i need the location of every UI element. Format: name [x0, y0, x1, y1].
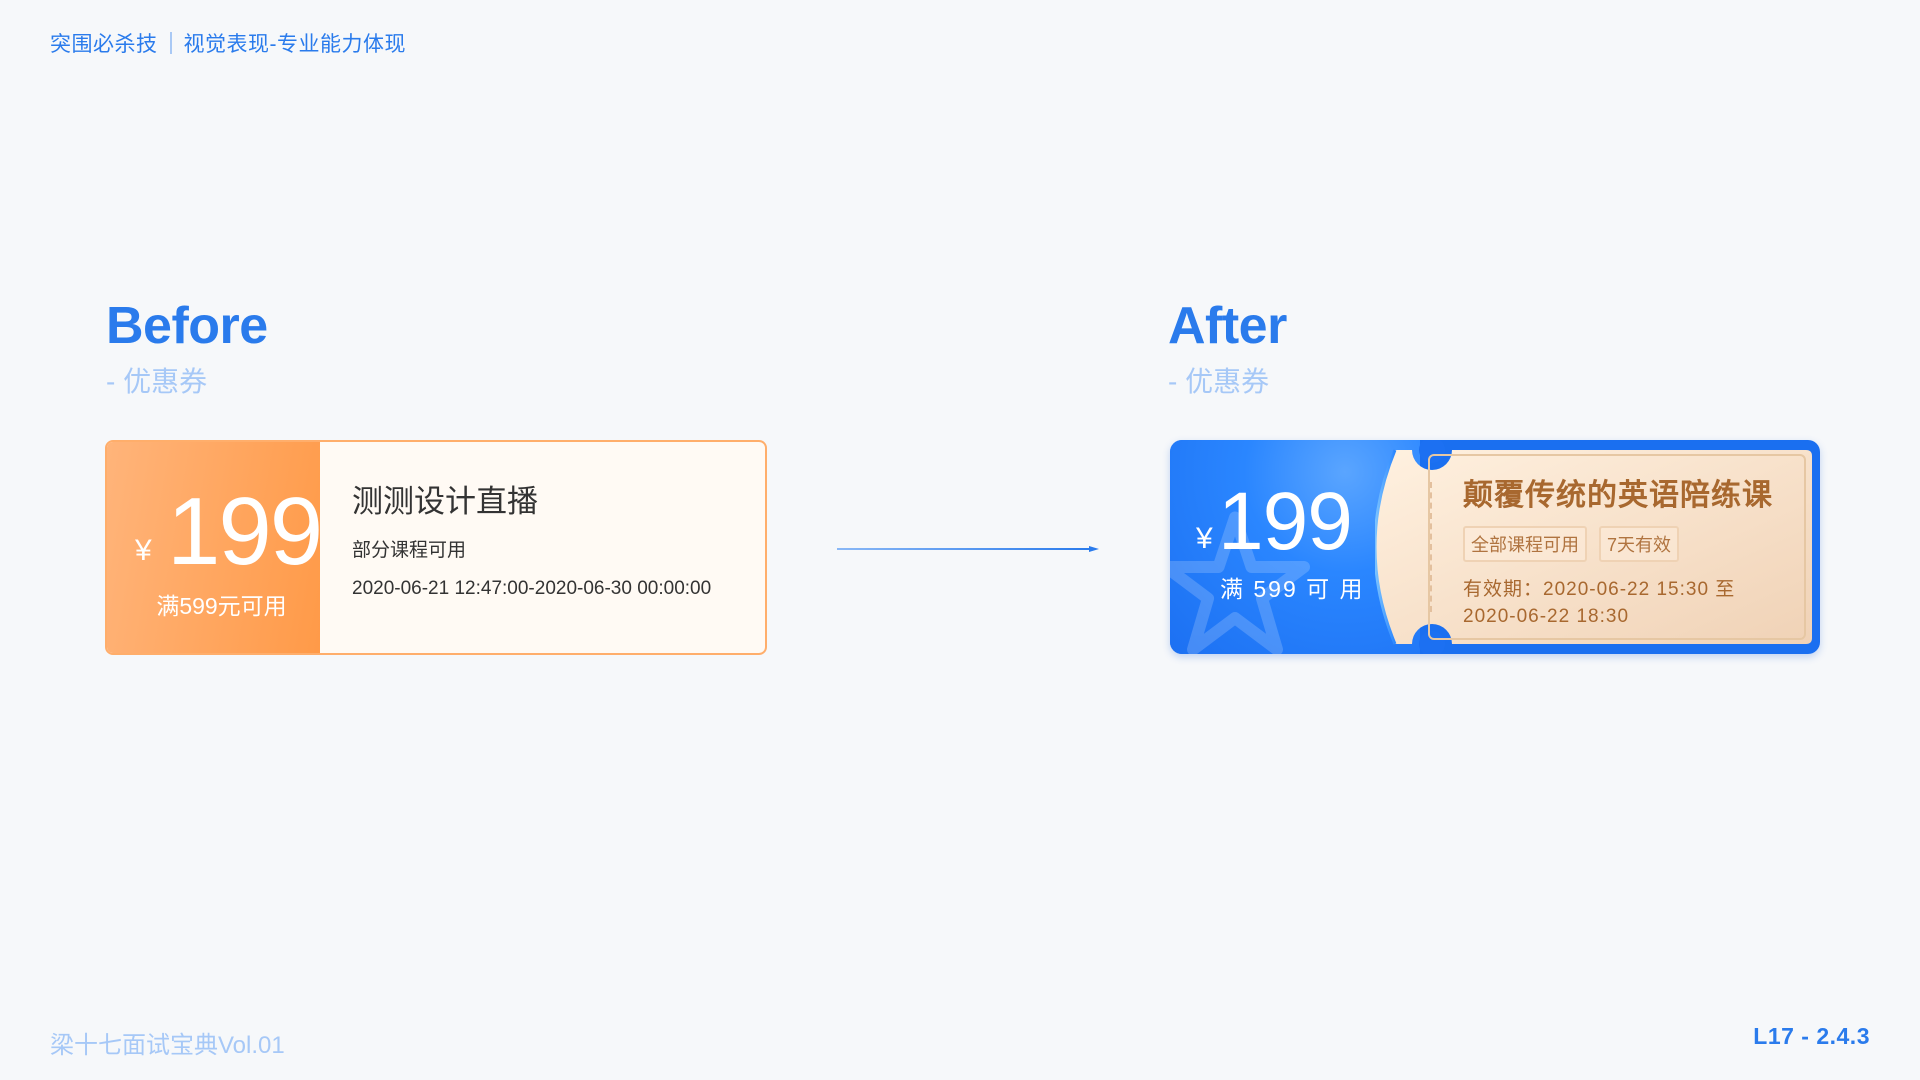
before-subtitle: - 优惠券 [106, 366, 208, 397]
after-coupon-info: 颠覆传统的英语陪练课 全部课程可用 7天有效 有效期：2020-06-22 15… [1463, 470, 1773, 630]
coupon-condition: 满 599 可 用 [1220, 576, 1365, 602]
coupon-period: 2020-06-21 12:47:00-2020-06-30 00:00:00 [352, 578, 712, 599]
coupon-validity: 有效期：2020-06-22 15:30 至 2020-06-22 18:30 [1463, 576, 1773, 630]
validity-line-1: 有效期：2020-06-22 15:30 至 [1463, 579, 1736, 600]
coupon-name: 测测设计直播 [352, 484, 538, 519]
after-coupon-card: ¥ 199 满 599 可 用 颠覆传统的英语陪练课 全部课程可用 7天有效 [1170, 440, 1820, 654]
currency-symbol: ¥ [135, 534, 152, 567]
coupon-condition: 满599元可用 [156, 593, 287, 619]
perforation-line [1430, 482, 1432, 612]
ticket-stub-shape [1375, 440, 1812, 654]
arrow-right-icon [837, 546, 1099, 552]
before-coupon-info: 测测设计直播 部分课程可用 2020-06-21 12:47:00-2020-0… [320, 442, 765, 653]
coupon-tags: 全部课程可用 7天有效 [1463, 526, 1773, 562]
page-header: 突围必杀技 视觉表现-专业能力体现 [50, 28, 406, 58]
coupon-amount: 199 [167, 478, 323, 585]
after-subtitle: - 优惠券 [1168, 366, 1270, 397]
coupon-name: 颠覆传统的英语陪练课 [1463, 479, 1773, 512]
star-icon [1170, 511, 1310, 654]
tag-duration: 7天有效 [1599, 526, 1680, 562]
before-title: Before [106, 297, 268, 355]
validity-line-2: 2020-06-22 18:30 [1463, 606, 1630, 627]
tag-scope: 全部课程可用 [1463, 526, 1587, 562]
footer-page-code: L17 - 2.4.3 [1753, 1023, 1870, 1049]
section-label: 突围必杀技 [50, 33, 158, 56]
header-divider [169, 32, 172, 54]
before-coupon-amount-panel: ¥ 199 满599元可用 [107, 442, 323, 653]
coupon-amount: 199 [1218, 476, 1353, 567]
after-title: After [1168, 297, 1287, 355]
topic-label: 视觉表现-专业能力体现 [183, 33, 406, 56]
currency-symbol: ¥ [1196, 522, 1213, 555]
before-coupon-card: ¥ 199 满599元可用 测测设计直播 部分课程可用 2020-06-21 1… [105, 440, 767, 655]
coupon-scope: 部分课程可用 [352, 540, 467, 561]
footer-book-title: 梁十七面试宝典Vol.01 [50, 1032, 285, 1059]
